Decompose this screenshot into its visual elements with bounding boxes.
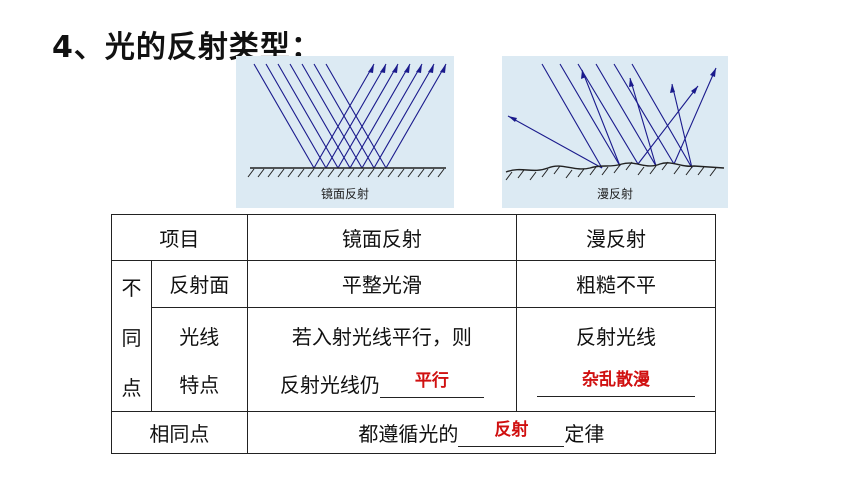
table-row-surface: 不 同 点 反射面 平整光滑 粗糙不平	[111, 260, 716, 412]
light-label-line2: 特点	[179, 372, 220, 397]
table-row-same: 相同点 都遵循光的 反射 定律	[111, 411, 717, 454]
mirror-reflection-diagram	[247, 63, 447, 178]
surface-mirror: 平整光滑	[246, 260, 518, 308]
diff-label-char-2: 同	[121, 325, 142, 350]
diffuse-reflection-diagram	[505, 63, 725, 181]
header-item: 项目	[111, 214, 248, 261]
same-suffix: 定律	[564, 422, 605, 446]
diff-label-cell: 不 同 点	[111, 260, 152, 412]
light-mirror-line1: 若入射光线平行，则	[291, 324, 472, 349]
light-mirror-cell: 若入射光线平行，则 反射光线仍 平行	[246, 306, 518, 413]
diff-label-char-3: 点	[121, 375, 142, 400]
surface-label: 反射面	[150, 260, 248, 308]
light-mirror-line2: 反射光线仍 平行	[248, 369, 516, 398]
surface-diffuse: 粗糙不平	[516, 260, 716, 308]
light-diffuse-line1: 反射光线	[576, 325, 657, 350]
table-header-row: 项目 镜面反射 漫反射	[111, 214, 716, 261]
header-mirror: 镜面反射	[246, 214, 518, 261]
same-answer: 反射	[494, 420, 529, 440]
table-row-light: 光线 特点 若入射光线平行，则 反射光线仍 平行 反射光线 杂乱散漫	[112, 306, 716, 413]
reflection-comparison-table: 项目 镜面反射 漫反射 不 同 点 反射面 平整光滑 粗糙不平 光线 特点 若入…	[111, 214, 717, 454]
header-diffuse: 漫反射	[516, 214, 716, 261]
light-label-line1: 光线	[179, 324, 220, 349]
light-mirror-prefix: 反射光线仍	[279, 372, 380, 397]
light-diffuse-line2: 杂乱散漫	[517, 370, 715, 398]
diffuse-answer-blank: 杂乱散漫	[537, 370, 696, 398]
diffuse-answer: 杂乱散漫	[582, 370, 651, 391]
same-content: 都遵循光的 反射 定律	[246, 411, 717, 454]
diffuse-caption: 漫反射	[596, 187, 633, 201]
diffuse-reflection-figure: 漫反射	[502, 56, 728, 208]
same-label: 相同点	[111, 411, 248, 454]
mirror-reflection-figure: 镜面反射	[236, 56, 454, 208]
mirror-caption: 镜面反射	[320, 187, 369, 201]
same-answer-blank: 反射	[458, 420, 565, 447]
same-prefix: 都遵循光的	[358, 422, 459, 446]
light-diffuse-cell: 反射光线 杂乱散漫	[516, 306, 716, 413]
diff-label-char-1: 不	[121, 275, 142, 300]
mirror-answer-blank: 平行	[379, 371, 484, 398]
light-label-cell: 光线 特点	[150, 306, 248, 413]
mirror-answer: 平行	[414, 370, 449, 391]
